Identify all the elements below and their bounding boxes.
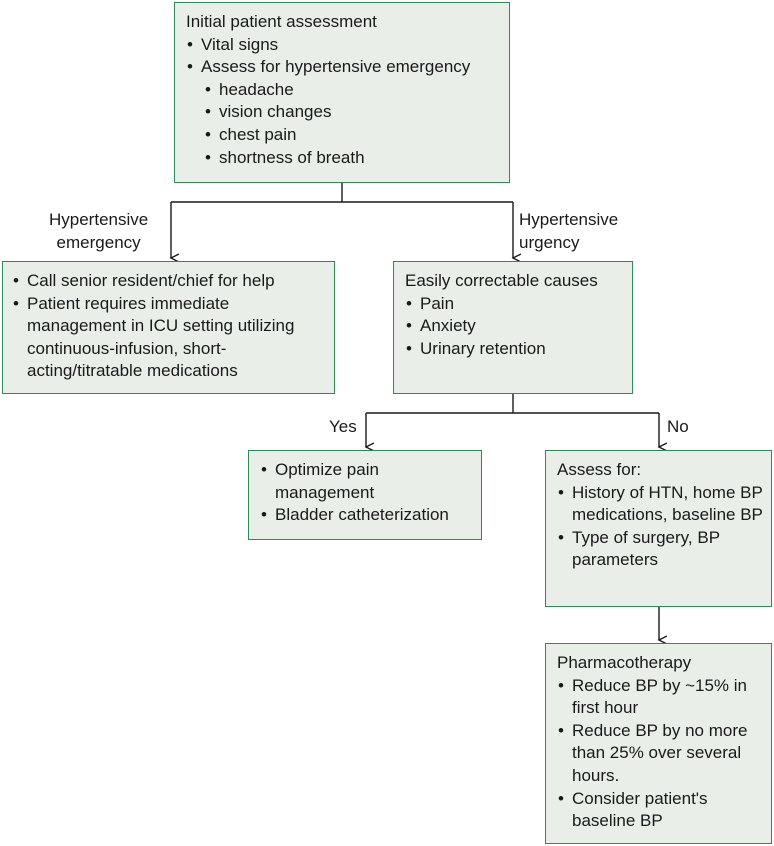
list-item: Assess for hypertensive emergency <box>186 56 499 79</box>
list-item: Bladder catheterization <box>260 504 471 527</box>
node-title: Initial patient assessment <box>186 12 377 31</box>
node-title: Assess for: <box>557 460 642 479</box>
label-urgency-line2: urgency <box>519 232 580 252</box>
node-title: Easily correctable causes <box>405 271 598 290</box>
node-assess-for: Assess for: History of HTN, home BP medi… <box>545 450 772 607</box>
node-optimize-pain-management: Optimize pain management Bladder cathete… <box>248 450 482 540</box>
list-item: shortness of breath <box>204 147 499 170</box>
node-initial-assessment: Initial patient assessment Vital signs A… <box>174 2 510 183</box>
list-item: chest pain <box>204 124 499 147</box>
node-hypertensive-emergency: Call senior resident/chief for help Pati… <box>2 261 335 394</box>
label-emergency-line2: emergency <box>56 232 141 252</box>
list-item: Call senior resident/chief for help <box>12 270 324 293</box>
node-easily-correctable-causes: Easily correctable causes Pain Anxiety U… <box>393 261 633 394</box>
list-item: Urinary retention <box>405 338 622 361</box>
list-item: Reduce BP by no more than 25% over sever… <box>557 720 772 788</box>
list-item: Patient requires immediate management in… <box>12 293 317 383</box>
node-pharmacotherapy: Pharmacotherapy Reduce BP by ~15% in fir… <box>545 643 772 844</box>
label-yes: Yes <box>329 417 357 436</box>
label-no: No <box>667 417 689 436</box>
list-item: Optimize pain management <box>260 459 425 504</box>
list-item: headache <box>204 79 499 102</box>
label-emergency-line1: Hypertensive <box>49 210 149 229</box>
list-item: History of HTN, home BP medications, bas… <box>557 482 764 527</box>
list-item: Consider patient's baseline BP <box>557 788 747 833</box>
list-item: Type of surgery, BP parameters <box>557 527 757 572</box>
label-hypertensive-emergency: Hypertensive emergency <box>49 209 148 254</box>
label-urgency-line1: Hypertensive <box>519 210 619 229</box>
list-item: Pain <box>405 293 622 316</box>
list-item: vision changes <box>204 101 499 124</box>
list-item: Anxiety <box>405 315 622 338</box>
node-title: Pharmacotherapy <box>557 653 692 672</box>
list-item: Reduce BP by ~15% in first hour <box>557 675 772 720</box>
label-hypertensive-urgency: Hypertensive urgency <box>519 209 618 254</box>
list-item: Vital signs <box>186 34 499 57</box>
